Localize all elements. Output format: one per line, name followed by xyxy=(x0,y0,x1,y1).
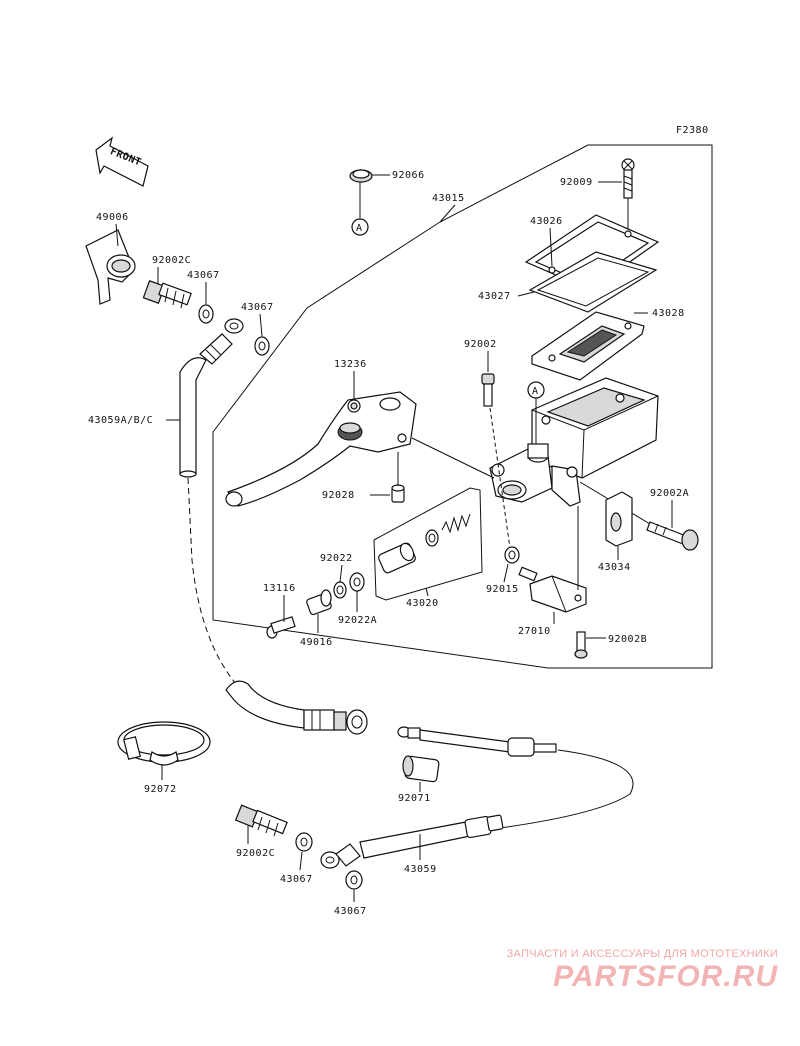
label-92002: 92002 xyxy=(464,339,497,350)
part-92002a-bolt xyxy=(646,521,699,551)
label-13116: 13116 xyxy=(263,583,296,594)
assembly-boundary xyxy=(212,144,713,669)
part-43059-hose xyxy=(320,814,504,869)
label-43026: 43026 xyxy=(530,216,563,227)
part-cable-adjuster xyxy=(397,726,557,757)
label-43067-bottom1: 43067 xyxy=(280,874,313,885)
label-43034: 43034 xyxy=(598,562,631,573)
label-43059: 43059 xyxy=(404,864,437,875)
label-43015: 43015 xyxy=(432,193,465,204)
part-92002c-bolt-top xyxy=(142,280,192,309)
watermark: ЗАПЧАСТИ И АКСЕССУАРЫ ДЛЯ МОТОТЕХНИКИ PA… xyxy=(507,948,778,994)
ref-a-body: A xyxy=(532,386,539,397)
label-92022: 92022 xyxy=(320,553,353,564)
ref-a-top: A xyxy=(356,223,363,234)
label-43028: 43028 xyxy=(652,308,685,319)
part-92022a-ring xyxy=(349,572,365,592)
part-43067-washer-bottom2 xyxy=(345,870,363,890)
part-43027-plate xyxy=(528,251,658,313)
label-92028: 92028 xyxy=(322,490,355,501)
label-43067-top1: 43067 xyxy=(187,270,220,281)
part-92002b-screw xyxy=(574,631,588,659)
part-13236-lever xyxy=(225,391,417,507)
part-92072-band xyxy=(117,721,211,766)
label-49016: 49016 xyxy=(300,637,333,648)
part-43067-washer-top1 xyxy=(198,304,214,324)
watermark-logo: PARTSFOR.RU xyxy=(553,960,778,993)
front-arrow-icon: FRONT xyxy=(95,136,149,187)
part-43034-clamp xyxy=(605,491,633,547)
part-43020-piston-kit xyxy=(373,487,483,601)
label-43067-bottom2: 43067 xyxy=(334,906,367,917)
ref-circle-a-body xyxy=(527,381,545,399)
label-43059abc: 43059A/B/C xyxy=(88,415,153,426)
part-49016-piece xyxy=(306,589,332,616)
label-43027: 43027 xyxy=(478,291,511,302)
label-92002c-top: 92002C xyxy=(152,255,191,266)
part-hose-connector-lower xyxy=(225,680,368,735)
part-43067-washer-top2 xyxy=(254,336,270,356)
part-43067-washer-bottom1 xyxy=(295,832,313,852)
part-13116-push-rod xyxy=(266,616,296,639)
label-92002b: 92002B xyxy=(608,634,647,645)
label-92022a: 92022A xyxy=(338,615,377,626)
part-92002c-bolt-bottom xyxy=(234,804,288,837)
part-92028-collar xyxy=(391,484,405,503)
label-27010: 27010 xyxy=(518,626,551,637)
label-92072: 92072 xyxy=(144,784,177,795)
part-master-cylinder-body xyxy=(489,377,659,507)
label-92071: 92071 xyxy=(398,793,431,804)
part-92066-cap xyxy=(349,169,373,183)
label-92002c-bottom: 92002C xyxy=(236,848,275,859)
figure-code: F2380 xyxy=(676,125,709,136)
label-92002a: 92002A xyxy=(650,488,689,499)
label-43020: 43020 xyxy=(406,598,439,609)
part-92015-nut xyxy=(504,546,520,564)
part-43028-diaphragm xyxy=(531,311,645,381)
part-27010-switch xyxy=(518,566,587,613)
part-92002-bolt xyxy=(481,373,495,407)
part-92009-screw xyxy=(621,158,635,199)
label-92066: 92066 xyxy=(392,170,425,181)
label-92009: 92009 xyxy=(560,177,593,188)
watermark-tagline: ЗАПЧАСТИ И АКСЕССУАРЫ ДЛЯ МОТОТЕХНИКИ xyxy=(506,948,778,960)
label-49006: 49006 xyxy=(96,212,129,223)
part-49006-boot xyxy=(85,229,136,305)
part-43059abc-hose xyxy=(179,318,244,478)
label-43067-top2: 43067 xyxy=(241,302,274,313)
label-92015: 92015 xyxy=(486,584,519,595)
part-92022-ring xyxy=(333,581,347,599)
part-92071-sleeve xyxy=(402,755,440,783)
label-13236: 13236 xyxy=(334,359,367,370)
ref-circle-a-top xyxy=(351,218,369,236)
